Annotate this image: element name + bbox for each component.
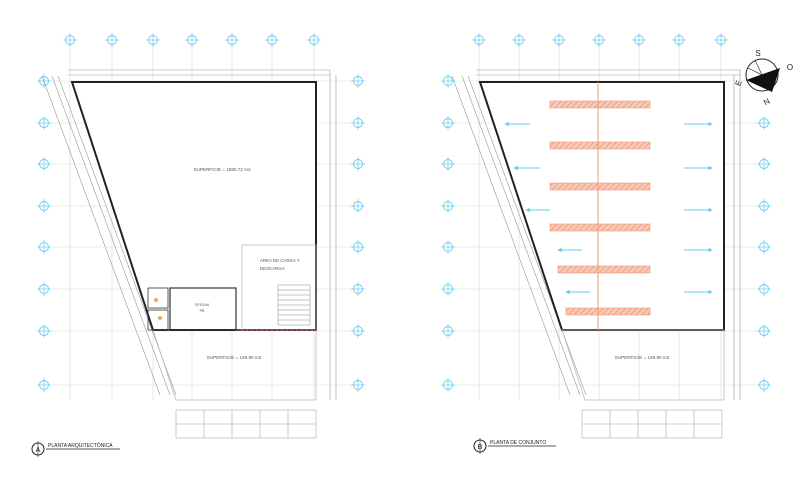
axis-marker-icon <box>351 324 365 338</box>
plan-a: SUPERFICIE = 1880.72 m2 SUPERFICIE = 159… <box>31 69 337 457</box>
surface-bottom-a: SUPERFICIE = 159.90 m2 <box>207 355 262 360</box>
axis-marker-icon <box>441 116 455 130</box>
axis-marker-icon <box>441 240 455 254</box>
axis-marker-icon <box>441 324 455 338</box>
compass-label-e: E <box>734 79 744 87</box>
axis-marker-icon <box>37 282 51 296</box>
loading-area-label-1: ÁREA DE CARGA Y <box>260 258 300 263</box>
axis-marker-icon <box>757 157 771 171</box>
axis-marker-icon <box>105 33 119 47</box>
title-block-a: A PLANTA ARQUITECTÓNICA <box>31 441 120 457</box>
flow-arrows <box>504 121 713 295</box>
hatched-strips <box>549 100 651 316</box>
hatch-strip <box>549 182 651 191</box>
stairs <box>277 284 311 326</box>
axis-marker-icon <box>757 116 771 130</box>
loading-area-label-2: DESCARGA <box>260 266 285 271</box>
plan-title-b: PLANTA DE CONJUNTO <box>490 440 546 446</box>
axis-marker-icon <box>351 282 365 296</box>
compass-ring <box>745 58 779 92</box>
axis-marker-icon <box>714 33 728 47</box>
axis-marker-icon <box>37 116 51 130</box>
plan-letter-a: A <box>36 447 41 454</box>
axis-marker-icon <box>472 33 486 47</box>
axis-marker-icon <box>441 199 455 213</box>
axis-marker-icon <box>512 33 526 47</box>
sidewalk-left-a <box>41 75 177 396</box>
compass-label-n: N <box>762 96 772 107</box>
axis-marker-icon <box>592 33 606 47</box>
axis-marker-icon <box>757 378 771 392</box>
axis-marker-icon <box>351 199 365 213</box>
axis-marker-icon <box>37 240 51 254</box>
axis-marker-icon <box>552 33 566 47</box>
service-room-2 <box>147 309 169 331</box>
axis-marker-icon <box>757 240 771 254</box>
compass-label-o: O <box>787 63 793 72</box>
axis-marker-icon <box>37 199 51 213</box>
service-room-1 <box>147 287 169 309</box>
axis-marker-icon <box>632 33 646 47</box>
axis-marker-icon <box>225 33 239 47</box>
axis-marker-icon <box>441 157 455 171</box>
axis-marker-icon <box>757 199 771 213</box>
axis-marker-icon <box>672 33 686 47</box>
sidewalk-top-b <box>476 69 741 400</box>
sidewalk-left-b <box>451 75 587 396</box>
axis-marker-icon <box>63 33 77 47</box>
surface-top-a: SUPERFICIE = 1880.72 m2 <box>193 167 251 172</box>
axis-marker-icon <box>351 116 365 130</box>
axis-marker-icon <box>307 33 321 47</box>
axis-marker-icon <box>757 324 771 338</box>
hatch-strip <box>549 141 651 150</box>
hatch-strip <box>565 307 651 316</box>
axis-marker-icon <box>441 74 455 88</box>
sidewalk-top-a <box>68 69 337 400</box>
fixture-1 <box>154 298 158 302</box>
hatch-strip <box>549 100 651 109</box>
axis-marker-icon <box>351 157 365 171</box>
plan-b: SUPERFICIE = 159.90 m2 B PLANTA DE CONJU… <box>451 69 741 454</box>
office-label-2: PB <box>200 309 205 313</box>
plan-title-a: PLANTA ARQUITECTÓNICA <box>48 442 113 449</box>
courtyard-outline-a <box>152 329 317 401</box>
axis-markers <box>37 33 771 392</box>
axis-marker-icon <box>37 157 51 171</box>
axis-marker-icon <box>37 378 51 392</box>
axis-marker-icon <box>351 240 365 254</box>
axis-marker-icon <box>441 378 455 392</box>
compass-needle <box>746 68 780 92</box>
parking-bays-a <box>175 409 317 439</box>
hatch-strip <box>557 265 651 274</box>
surface-bottom-b: SUPERFICIE = 159.90 m2 <box>615 355 670 360</box>
axis-marker-icon <box>265 33 279 47</box>
plan-letter-b: B <box>478 444 483 451</box>
axis-marker-icon <box>351 74 365 88</box>
courtyard-outline-b <box>561 329 725 401</box>
axis-marker-icon <box>146 33 160 47</box>
axis-marker-icon <box>757 282 771 296</box>
compass-label-s: S <box>755 49 760 58</box>
parking-bays-b <box>581 409 723 439</box>
fixture-2 <box>158 316 162 320</box>
north-arrow-icon: S O E N <box>734 49 794 107</box>
axis-marker-icon <box>351 378 365 392</box>
axis-marker-icon <box>37 324 51 338</box>
axis-marker-icon <box>185 33 199 47</box>
office-label-1: OFICINA <box>195 303 210 307</box>
axis-marker-icon <box>441 282 455 296</box>
office-room <box>169 287 237 331</box>
title-block-b: B PLANTA DE CONJUNTO <box>473 438 556 454</box>
hatch-strip <box>549 223 651 232</box>
